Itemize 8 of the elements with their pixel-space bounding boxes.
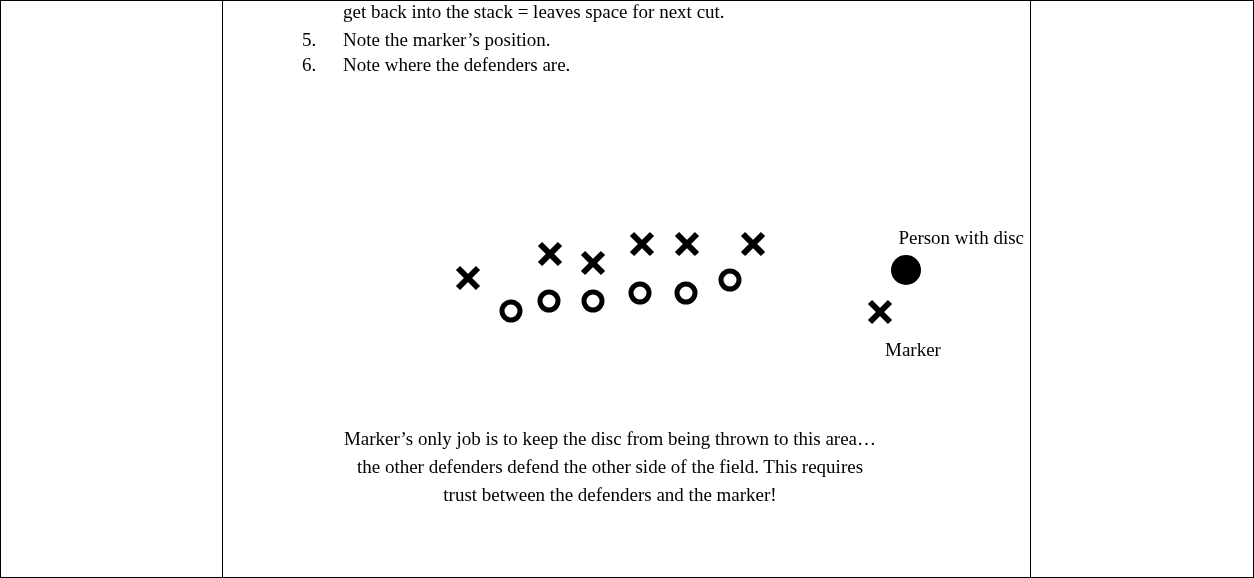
list-number: 6. xyxy=(302,53,317,77)
player-label: Marker xyxy=(885,338,941,362)
player-label: Person with disc xyxy=(898,226,1024,250)
list-text: get back into the stack = leaves space for next cut. xyxy=(343,0,725,24)
list-number: 5. xyxy=(302,28,317,52)
list-text: Note where the defenders are. xyxy=(343,53,571,77)
list-text: Note the marker’s position. xyxy=(343,28,551,52)
explanation-text: Marker’s only job is to keep the disc from being thrown to this area…the other defenders defend the other side of the field. This requires trust between the defenders and the marker! xyxy=(342,427,878,507)
